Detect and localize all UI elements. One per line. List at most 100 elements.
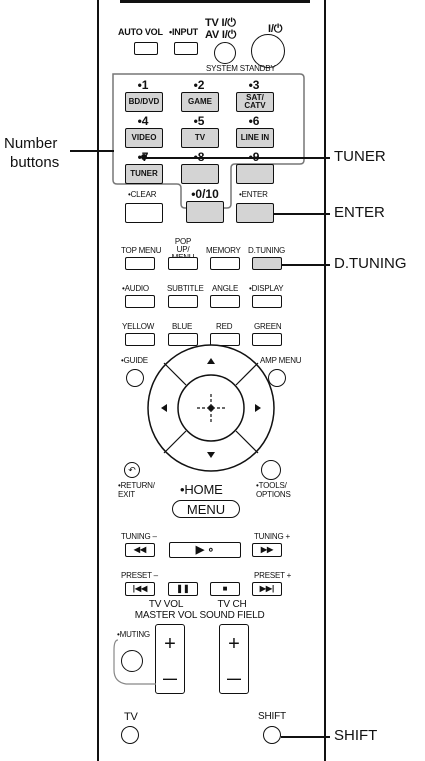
video-button[interactable]: VIDEO bbox=[125, 128, 163, 148]
bd-dvd-button[interactable]: BD/DVD bbox=[125, 92, 163, 112]
volume-minus-icon: — bbox=[163, 670, 177, 686]
fast-forward-icon: ▶▶ bbox=[260, 545, 274, 554]
shift-leader bbox=[281, 736, 330, 738]
shift-label: SHIFT bbox=[258, 711, 286, 722]
return-button[interactable]: ↶ bbox=[124, 462, 140, 478]
home-label: •HOME bbox=[180, 482, 223, 497]
left-arrow-icon bbox=[161, 404, 167, 412]
master-vol-label: MASTER VOL bbox=[134, 610, 198, 621]
number-6-label: •6 bbox=[248, 114, 260, 128]
amp-menu-button[interactable] bbox=[268, 369, 286, 387]
channel-plus-icon: + bbox=[228, 632, 240, 655]
tuning-plus-button[interactable]: ▶▶ bbox=[252, 543, 282, 557]
right-arrow-icon bbox=[255, 404, 261, 412]
display-button[interactable] bbox=[252, 295, 282, 308]
tv-input-button[interactable]: TV bbox=[181, 128, 219, 148]
guide-label: •GUIDE bbox=[121, 356, 148, 365]
guide-button[interactable] bbox=[126, 369, 144, 387]
number-2-label: •2 bbox=[193, 78, 205, 92]
rewind-icon: ◀◀ bbox=[133, 545, 147, 554]
menu-button[interactable]: MENU bbox=[172, 500, 240, 518]
enter-leader bbox=[274, 213, 330, 215]
red-button[interactable] bbox=[210, 333, 240, 346]
sat-catv-button[interactable]: SAT/ CATV bbox=[236, 92, 274, 112]
tools-options-label: •TOOLS/ OPTIONS bbox=[256, 481, 291, 499]
tv-ch-label: TV CH bbox=[217, 599, 247, 610]
tuning-plus-label: TUNING + bbox=[254, 532, 290, 541]
d-tuning-button[interactable] bbox=[252, 257, 282, 270]
number-0-button[interactable] bbox=[186, 201, 224, 223]
number-1-label: •1 bbox=[137, 78, 149, 92]
yellow-button[interactable] bbox=[125, 333, 155, 346]
top-menu-button[interactable] bbox=[125, 257, 155, 270]
down-arrow-icon bbox=[207, 452, 215, 458]
green-button[interactable] bbox=[252, 333, 282, 346]
number-buttons-callout-line2: buttons bbox=[10, 154, 60, 171]
tuning-minus-label: TUNING – bbox=[121, 532, 157, 541]
number-8-button[interactable] bbox=[181, 164, 219, 184]
volume-plus-icon: + bbox=[164, 632, 176, 655]
stop-icon: ■ bbox=[222, 584, 228, 593]
power-label: I/⏻ bbox=[268, 23, 283, 35]
d-tuning-label: D.TUNING bbox=[248, 246, 286, 255]
preset-plus-button[interactable]: ▶▶| bbox=[252, 582, 282, 596]
shift-callout: SHIFT bbox=[334, 727, 378, 744]
tuner-leader-dot bbox=[141, 154, 147, 160]
game-button[interactable]: GAME bbox=[181, 92, 219, 112]
tools-button[interactable] bbox=[261, 460, 281, 480]
previous-icon: |◀◀ bbox=[132, 584, 148, 593]
muting-button[interactable] bbox=[121, 650, 143, 672]
tuning-minus-button[interactable]: ◀◀ bbox=[125, 543, 155, 557]
d-tuning-callout: D.TUNING bbox=[334, 255, 407, 272]
auto-vol-button[interactable] bbox=[134, 42, 158, 55]
blue-label: BLUE bbox=[172, 322, 193, 331]
preset-plus-label: PRESET + bbox=[254, 571, 292, 580]
audio-button[interactable] bbox=[125, 295, 155, 308]
master-volume-rocker[interactable]: + — bbox=[155, 624, 185, 694]
number-9-button[interactable] bbox=[236, 164, 274, 184]
auto-vol-label: AUTO VOL bbox=[118, 27, 163, 37]
line-in-button[interactable]: LINE IN bbox=[236, 128, 274, 148]
input-button[interactable] bbox=[174, 42, 198, 55]
pause-icon: ❚❚ bbox=[176, 584, 190, 593]
enter-button[interactable] bbox=[236, 203, 274, 223]
display-label: •DISPLAY bbox=[249, 284, 284, 293]
yellow-label: YELLOW bbox=[122, 322, 155, 331]
number-5-label: •5 bbox=[193, 114, 205, 128]
number-buttons-leader bbox=[70, 150, 114, 152]
input-label: •INPUT bbox=[169, 27, 198, 37]
amp-menu-label: AMP MENU bbox=[260, 356, 302, 365]
system-power-button[interactable] bbox=[251, 34, 285, 68]
angle-label: ANGLE bbox=[212, 284, 239, 293]
preset-minus-button[interactable]: |◀◀ bbox=[125, 582, 155, 596]
tuner-button[interactable]: TUNER bbox=[125, 164, 163, 184]
tv-channel-rocker[interactable]: + — bbox=[219, 624, 249, 694]
play-button[interactable]: ▶ ∘ bbox=[169, 542, 241, 558]
memory-button[interactable] bbox=[210, 257, 240, 270]
number-3-label: •3 bbox=[248, 78, 260, 92]
enter-center-icon bbox=[208, 405, 214, 411]
subtitle-button[interactable] bbox=[168, 295, 198, 308]
angle-button[interactable] bbox=[210, 295, 240, 308]
shift-button[interactable] bbox=[263, 726, 281, 744]
tv-vol-label: TV VOL bbox=[148, 599, 184, 610]
pause-button[interactable]: ❚❚ bbox=[168, 582, 198, 596]
popup-menu-button[interactable] bbox=[168, 257, 198, 270]
tuner-callout: TUNER bbox=[334, 148, 386, 165]
tv-av-power-button[interactable] bbox=[214, 42, 236, 64]
return-arrow-icon: ↶ bbox=[128, 464, 136, 475]
subtitle-label: SUBTITLE bbox=[167, 284, 204, 293]
next-icon: ▶▶| bbox=[259, 584, 275, 593]
sound-field-label: SOUND FIELD bbox=[199, 610, 265, 621]
av-power-label: AV I/⏻ bbox=[205, 29, 237, 41]
stop-button[interactable]: ■ bbox=[210, 582, 240, 596]
clear-button[interactable] bbox=[125, 203, 163, 223]
enter-label: •ENTER bbox=[239, 190, 268, 199]
d-tuning-leader bbox=[282, 264, 330, 266]
number-buttons-callout-line1: Number bbox=[4, 135, 58, 152]
blue-button[interactable] bbox=[168, 333, 198, 346]
tv-button[interactable] bbox=[121, 726, 139, 744]
